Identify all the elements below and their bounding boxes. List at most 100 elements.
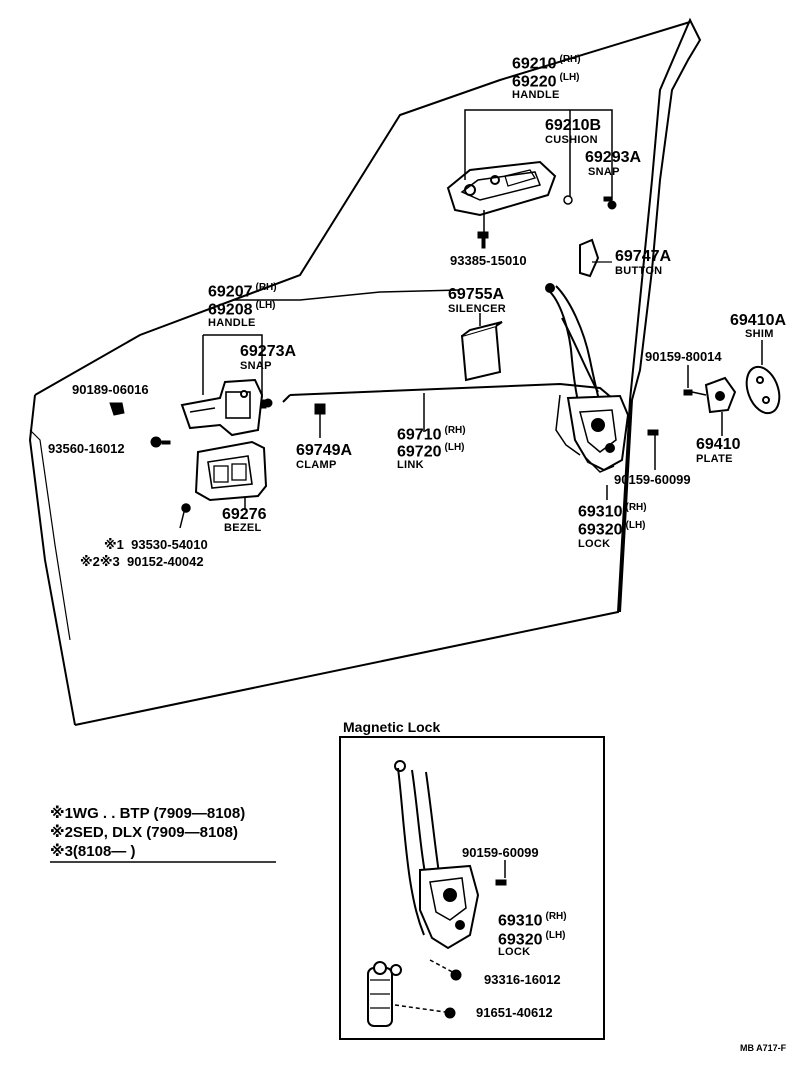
silencer-number: 69755A — [448, 286, 505, 303]
door-inner-line — [34, 21, 691, 396]
shim-name: SHIM — [745, 328, 774, 340]
button-number: 69747A — [615, 248, 672, 265]
link-rod — [282, 382, 613, 403]
note23-row: ※2※3 90152-40042 — [80, 555, 204, 568]
screw-90159-60099-label: 90159-60099 — [614, 472, 691, 487]
bezel-name: BEZEL — [224, 522, 262, 534]
outside-handle — [446, 160, 557, 217]
part-number: 69310 — [498, 912, 543, 930]
magnetic-lock-name: LOCK — [498, 946, 531, 958]
magnetic-bolt-93316-part — [450, 969, 462, 981]
side-marker: (RH) — [444, 425, 466, 436]
bezel-part — [194, 440, 268, 502]
bolt-93385-label: 93385-15010 — [450, 253, 527, 268]
screw-93530-part — [179, 503, 191, 529]
magnetic-lock-lh-label: 69320(LH) — [498, 931, 566, 948]
side-marker: (LH) — [444, 442, 465, 453]
side-marker: (RH) — [625, 502, 647, 513]
snap-mid-part — [261, 398, 273, 409]
door-lock-assembly — [545, 283, 630, 473]
silencer-name: SILENCER — [448, 303, 507, 315]
silencer-part — [460, 321, 503, 382]
shim-part — [745, 365, 781, 415]
part-number: 69720 — [397, 443, 442, 461]
note-line-1: ※1WG . . BTP (7909—8108) — [50, 805, 246, 822]
magnetic-lock-title: Magnetic Lock — [343, 719, 441, 735]
part-number: 69208 — [208, 301, 253, 319]
screw-93560-label: 93560-16012 — [48, 441, 125, 456]
plate-name: PLATE — [696, 453, 733, 465]
link-lh-label: 69720(LH) — [397, 443, 465, 460]
magnetic-lock-assembly — [394, 760, 480, 950]
part-number: 69210 — [512, 55, 557, 73]
magnetic-screw-90159-part — [495, 879, 507, 886]
screw-93560-part — [150, 436, 171, 448]
part-number: 69220 — [512, 73, 557, 91]
inside-handle-lh-label: 69208(LH) — [208, 301, 276, 318]
plate-part — [704, 376, 737, 414]
inside-handle-leaders — [202, 289, 461, 398]
magnetic-bolt-91651-label: 91651-40612 — [476, 1005, 553, 1020]
inside-handle-rh-label: 69207(RH) — [208, 283, 277, 300]
magnetic-screw-90159-label: 90159-60099 — [462, 845, 539, 860]
screw-90189-part — [109, 402, 125, 416]
magnetic-lock-rh-label: 69310(RH) — [498, 912, 567, 929]
snap-mid-name: SNAP — [240, 360, 272, 372]
part-number: 69320 — [578, 521, 623, 539]
door-lower-edge — [28, 394, 76, 726]
note-mark: ※1 — [104, 537, 124, 552]
outside-handle-name: HANDLE — [512, 89, 560, 101]
button-name: BUTTON — [615, 265, 663, 277]
side-marker: (LH) — [559, 72, 580, 83]
screw-90159-80014-label: 90159-80014 — [645, 349, 722, 364]
lock-lh-label: 69320(LH) — [578, 521, 646, 538]
link-name: LINK — [397, 459, 424, 471]
cushion-part — [563, 195, 573, 205]
screw-90159-80014-part — [683, 365, 707, 396]
plate-number: 69410 — [696, 436, 741, 453]
note-line-2: ※2SED, DLX (7909—8108) — [50, 824, 238, 841]
part-number: 93530-54010 — [131, 537, 208, 552]
part-number: 69320 — [498, 931, 543, 949]
magnetic-bolt-93316-label: 93316-16012 — [484, 972, 561, 987]
inside-handle-name: HANDLE — [208, 317, 256, 329]
link-rh-label: 69710(RH) — [397, 426, 466, 443]
door-panel-outline — [74, 17, 702, 726]
lock-name: LOCK — [578, 538, 611, 550]
note-mark: ※2※3 — [80, 554, 120, 569]
snap-top-number: 69293A — [585, 149, 642, 166]
side-marker: (RH) — [255, 282, 277, 293]
screw-90159-60099-part — [647, 429, 659, 470]
magnetic-solenoid-part — [367, 961, 402, 1027]
side-marker: (RH) — [545, 911, 567, 922]
bolt-93385-part — [477, 231, 489, 249]
clamp-part — [314, 403, 326, 438]
cushion-name: CUSHION — [545, 134, 598, 146]
magnetic-bolt-91651-part — [444, 1007, 456, 1019]
screw-90189-label: 90189-06016 — [72, 382, 149, 397]
outside-handle-rh-label: 69210(RH) — [512, 55, 581, 72]
outside-handle-lh-label: 69220(LH) — [512, 73, 580, 90]
figure-code: MB A717-F — [740, 1043, 787, 1053]
part-number: 90152-40042 — [126, 554, 204, 569]
snap-top-name: SNAP — [588, 166, 620, 178]
inside-handle — [180, 378, 264, 437]
magnetic-lock-box — [339, 736, 605, 1040]
note-line-3: ※3(8108— ) — [50, 843, 136, 860]
bezel-number: 69276 — [222, 506, 267, 523]
side-marker: (LH) — [545, 930, 566, 941]
button-part — [579, 238, 612, 278]
side-marker: (RH) — [559, 54, 581, 65]
part-number: 69310 — [578, 503, 623, 521]
note1-row: ※1 93530-54010 — [104, 538, 208, 551]
snap-top-part — [603, 196, 617, 210]
cushion-number: 69210B — [545, 117, 602, 134]
clamp-number: 69749A — [296, 442, 353, 459]
snap-mid-number: 69273A — [240, 343, 297, 360]
lock-rh-label: 69310(RH) — [578, 503, 647, 520]
side-marker: (LH) — [625, 520, 646, 531]
part-number: 69207 — [208, 283, 253, 301]
shim-number: 69410A — [730, 312, 787, 329]
part-number: 69710 — [397, 426, 442, 444]
